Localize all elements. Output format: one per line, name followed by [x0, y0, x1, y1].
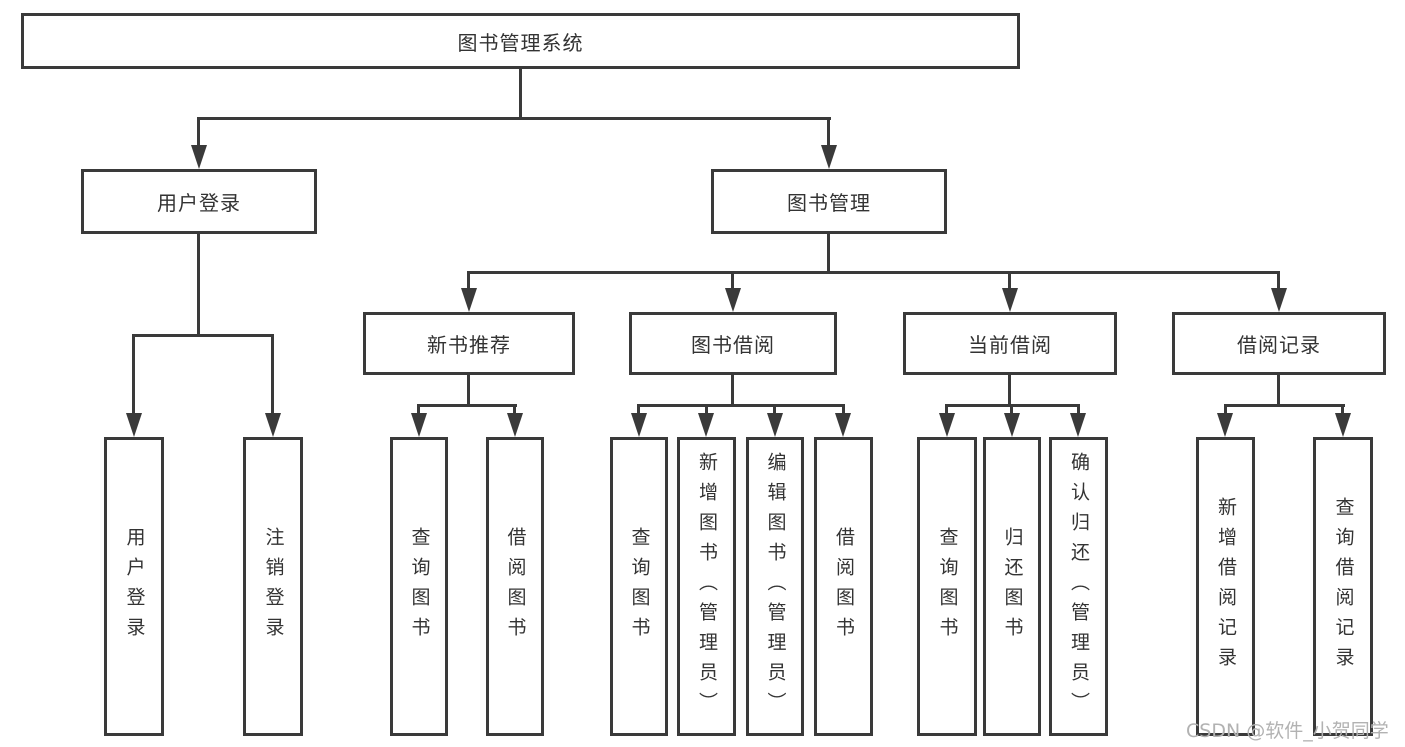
node-new-book-recommend: 新书推荐 [363, 312, 575, 375]
leaf-nbr-borrow-books: 借阅图书 [486, 437, 544, 736]
arrowhead-down-icon [507, 413, 523, 437]
arrowhead-down-icon [698, 413, 714, 437]
connector-line [945, 404, 948, 417]
connector-line [132, 334, 135, 416]
arrowhead-down-icon [461, 288, 477, 312]
connector-line [827, 117, 830, 148]
arrowhead-down-icon [265, 413, 281, 437]
node-label: 借阅记录 [1237, 333, 1321, 357]
node-book-management: 图书管理 [711, 169, 947, 234]
connector-line [197, 117, 200, 148]
connector-line [467, 375, 470, 407]
arrowhead-down-icon [1271, 288, 1287, 312]
arrowhead-down-icon [1004, 413, 1020, 437]
leaf-br-add-record: 新增借阅记录 [1196, 437, 1255, 736]
connector-line [1224, 404, 1345, 407]
arrowhead-down-icon [939, 413, 955, 437]
node-current-borrow: 当前借阅 [903, 312, 1117, 375]
connector-line [1277, 375, 1280, 407]
leaf-label: 查询图书 [936, 526, 959, 647]
arrowhead-down-icon [835, 413, 851, 437]
leaf-label: 查询图书 [628, 526, 651, 647]
connector-line [1008, 375, 1011, 407]
connector-line [705, 404, 708, 417]
node-label: 新书推荐 [427, 333, 511, 357]
leaf-br-query-record: 查询借阅记录 [1313, 437, 1373, 736]
connector-line [519, 68, 522, 120]
node-user-login: 用户登录 [81, 169, 317, 234]
connector-line [271, 334, 274, 416]
arrowhead-down-icon [191, 145, 207, 169]
arrowhead-down-icon [411, 413, 427, 437]
node-label: 图书管理 [787, 191, 871, 215]
connector-line [467, 271, 1280, 274]
connector-line [1224, 404, 1227, 417]
node-label: 用户登录 [157, 191, 241, 215]
leaf-bb-borrow-books: 借阅图书 [814, 437, 873, 736]
node-label: 当前借阅 [968, 333, 1052, 357]
arrowhead-down-icon [1002, 288, 1018, 312]
connector-line [513, 404, 516, 417]
arrowhead-down-icon [1217, 413, 1233, 437]
arrowhead-down-icon [725, 288, 741, 312]
connector-line [827, 233, 830, 274]
connector-line [1077, 404, 1080, 417]
arrowhead-down-icon [821, 145, 837, 169]
connector-line [637, 404, 845, 407]
node-book-borrow: 图书借阅 [629, 312, 837, 375]
connector-line [1341, 404, 1344, 417]
leaf-cb-confirm-return-admin: 确认归还（管理员） [1049, 437, 1108, 736]
connector-line [1010, 404, 1013, 417]
leaf-label: 归还图书 [1001, 526, 1024, 647]
leaf-bb-edit-books-admin: 编辑图书（管理员） [746, 437, 804, 736]
node-label: 图书借阅 [691, 333, 775, 357]
connector-line [842, 404, 845, 417]
leaf-label: 查询借阅记录 [1332, 496, 1355, 677]
leaf-label: 借阅图书 [833, 526, 855, 647]
leaf-cb-return-books: 归还图书 [983, 437, 1041, 736]
arrowhead-down-icon [1335, 413, 1351, 437]
arrowhead-down-icon [1070, 413, 1086, 437]
leaf-bb-query-books: 查询图书 [610, 437, 668, 736]
arrowhead-down-icon [767, 413, 783, 437]
connector-line [417, 404, 420, 417]
connector-line [1008, 271, 1011, 291]
connector-line [417, 404, 517, 407]
connector-line [132, 334, 274, 337]
leaf-label: 查询图书 [408, 526, 431, 647]
leaf-bb-add-books-admin: 新增图书（管理员） [677, 437, 736, 736]
connector-line [197, 233, 200, 337]
connector-line [731, 271, 734, 291]
connector-line [197, 117, 831, 120]
leaf-label: 新增图书（管理员） [696, 451, 718, 722]
leaf-label: 用户登录 [123, 526, 146, 647]
leaf-cb-query-books: 查询图书 [917, 437, 977, 736]
arrowhead-down-icon [631, 413, 647, 437]
leaf-label: 编辑图书（管理员） [764, 451, 787, 722]
csdn-watermark: CSDN @软件_小贺同学 [1186, 720, 1389, 742]
connector-line [467, 271, 470, 291]
node-label: 图书管理系统 [457, 30, 584, 55]
connector-line [637, 404, 640, 417]
leaf-nbr-query-books: 查询图书 [390, 437, 448, 736]
connector-line [1277, 271, 1280, 291]
leaf-user-login: 用户登录 [104, 437, 164, 736]
leaf-logout: 注销登录 [243, 437, 303, 736]
connector-line [773, 404, 776, 417]
leaf-label: 确认归还（管理员） [1068, 451, 1090, 722]
connector-line [731, 375, 734, 407]
node-library-management-system: 图书管理系统 [21, 13, 1020, 69]
leaf-label: 新增借阅记录 [1215, 496, 1237, 677]
node-borrow-records: 借阅记录 [1172, 312, 1386, 375]
leaf-label: 注销登录 [262, 526, 285, 647]
arrowhead-down-icon [126, 413, 142, 437]
leaf-label: 借阅图书 [504, 526, 527, 647]
